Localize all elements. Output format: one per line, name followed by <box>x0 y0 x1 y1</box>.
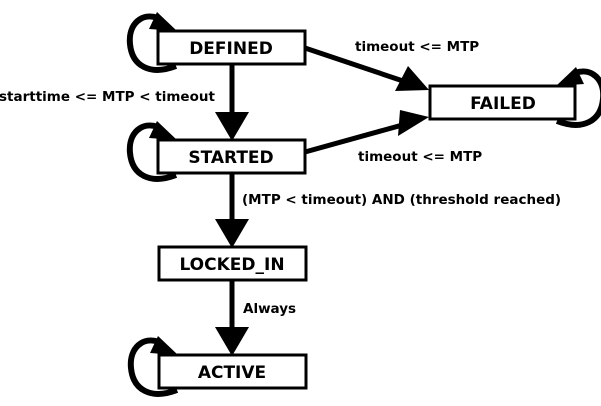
edge-label-started-to-locked-in: (MTP < timeout) AND (threshold reached) <box>242 192 561 208</box>
defined-self-loop-arc <box>126 13 178 73</box>
started-to-locked-in-arrowhead <box>215 219 249 248</box>
transition-started-to-locked-in <box>215 173 249 248</box>
started-to-failed-arrowhead <box>398 110 429 136</box>
edge-label-started-to-failed: timeout <= MTP <box>358 149 482 165</box>
state-node-locked-in[interactable]: LOCKED_IN <box>157 245 308 282</box>
state-label-defined: DEFINED <box>189 39 273 59</box>
state-box-locked-in[interactable] <box>157 245 308 282</box>
edge-label-locked-in-to-active: Always <box>243 301 296 317</box>
active-self-loop-arc <box>127 337 179 397</box>
started-self-loop-arc <box>126 122 178 182</box>
transition-active-self-loop <box>127 336 179 397</box>
transition-locked-in-to-active <box>215 280 249 356</box>
failed-self-loop-arrowhead <box>556 67 584 86</box>
state-box-failed[interactable] <box>428 84 577 121</box>
transition-defined-to-started <box>215 64 249 141</box>
edge-label-defined-to-started: starttime <= MTP < timeout <box>0 89 215 105</box>
state-label-active: ACTIVE <box>198 363 266 383</box>
state-label-failed: FAILED <box>470 94 536 114</box>
transition-defined-self-loop <box>126 12 178 73</box>
defined-to-failed-arrowhead <box>395 66 429 91</box>
state-node-failed[interactable]: FAILED <box>428 84 577 121</box>
state-box-started[interactable] <box>156 138 307 175</box>
started-self-loop-arrowhead <box>149 121 177 140</box>
state-node-started[interactable]: STARTED <box>156 138 307 175</box>
transition-failed-self-loop <box>555 67 601 128</box>
state-label-locked-in: LOCKED_IN <box>179 255 284 275</box>
defined-self-loop-arrowhead <box>149 12 177 31</box>
locked-in-to-active-arrowhead <box>215 327 249 356</box>
state-box-defined[interactable] <box>156 29 307 66</box>
defined-to-failed-line <box>304 45 407 85</box>
state-node-active[interactable]: ACTIVE <box>157 353 308 390</box>
transition-started-self-loop <box>126 121 178 182</box>
defined-to-started-arrowhead <box>215 112 249 141</box>
state-label-started: STARTED <box>188 148 273 168</box>
transition-started-to-failed <box>304 110 429 155</box>
started-to-failed-line <box>304 121 407 155</box>
active-self-loop-arrowhead <box>150 336 178 355</box>
state-box-active[interactable] <box>157 353 308 390</box>
state-node-defined[interactable]: DEFINED <box>156 29 307 66</box>
failed-self-loop-arc <box>555 68 601 128</box>
transition-defined-to-failed <box>304 45 429 91</box>
edge-label-defined-to-failed: timeout <= MTP <box>355 39 479 55</box>
